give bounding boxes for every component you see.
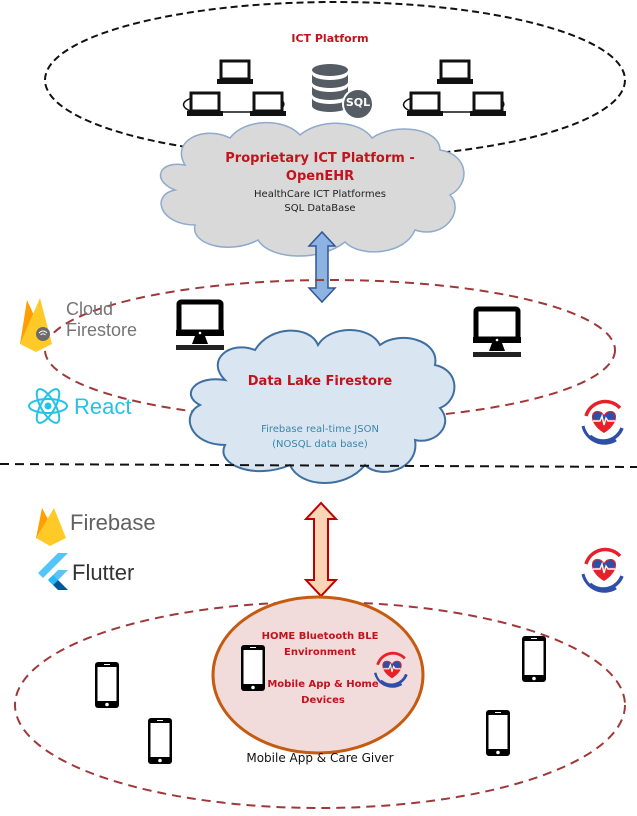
- heart-health-logo: [581, 399, 624, 446]
- desktop-icon-left: [176, 302, 224, 350]
- sql-badge-label: SQL: [345, 96, 371, 109]
- cloud-firestore-logo-icon: [20, 298, 52, 352]
- flutter-logo-icon: [38, 553, 68, 590]
- sql-database-icon: [312, 64, 374, 120]
- openehr-datalake-arrow: [307, 230, 337, 304]
- ict-platform-title: ICT Platform: [291, 32, 369, 45]
- flutter-logo-text: Flutter: [72, 560, 135, 585]
- home-ble-line2: Environment: [284, 647, 356, 658]
- heart-health-logo: [581, 547, 624, 594]
- openehr-cloud-title-line1: Proprietary ICT Platform -: [225, 151, 415, 166]
- openehr-cloud-subtitle-line2: SQL DataBase: [284, 203, 356, 214]
- data-lake-cloud-subtitle-line2: (NOSQL data base): [272, 439, 368, 450]
- openehr-cloud-subtitle-line1: HealthCare ICT Platformes: [254, 189, 386, 200]
- data-lake-cloud-title: Data Lake Firestore: [247, 374, 393, 389]
- phone-icon: [95, 662, 119, 708]
- laptop-network-right: [403, 59, 508, 118]
- zone-divider: [0, 463, 637, 468]
- home-ble-line1: HOME Bluetooth BLE: [261, 631, 379, 642]
- data-lake-cloud-subtitle-line1: Firebase real-time JSON: [261, 424, 379, 435]
- firebase-logo-icon: [36, 508, 66, 546]
- desktop-icon-right: [473, 309, 521, 357]
- data-lake-cloud: [188, 329, 456, 484]
- datalake-mobile-arrow: [303, 501, 339, 598]
- react-logo-icon: [28, 388, 68, 424]
- laptop-network-left: [183, 59, 288, 118]
- home-ble-environment: [211, 595, 425, 755]
- phone-icon: [522, 636, 546, 682]
- openehr-cloud: [159, 121, 465, 257]
- cloud-firestore-logo-text-line2: Firestore: [66, 320, 138, 340]
- openehr-cloud-title-line2: OpenEHR: [285, 169, 355, 184]
- firebase-logo-text: Firebase: [70, 510, 156, 535]
- phone-icon: [148, 718, 172, 764]
- react-logo-text: React: [74, 394, 132, 419]
- cloud-firestore-logo-text-line1: Cloud: [66, 299, 114, 319]
- phone-icon: [486, 710, 510, 756]
- mobile-zone-caption: Mobile App & Care Giver: [246, 751, 394, 765]
- home-ble-line4: Devices: [301, 695, 345, 706]
- home-ble-line3: Mobile App & Home: [267, 679, 379, 690]
